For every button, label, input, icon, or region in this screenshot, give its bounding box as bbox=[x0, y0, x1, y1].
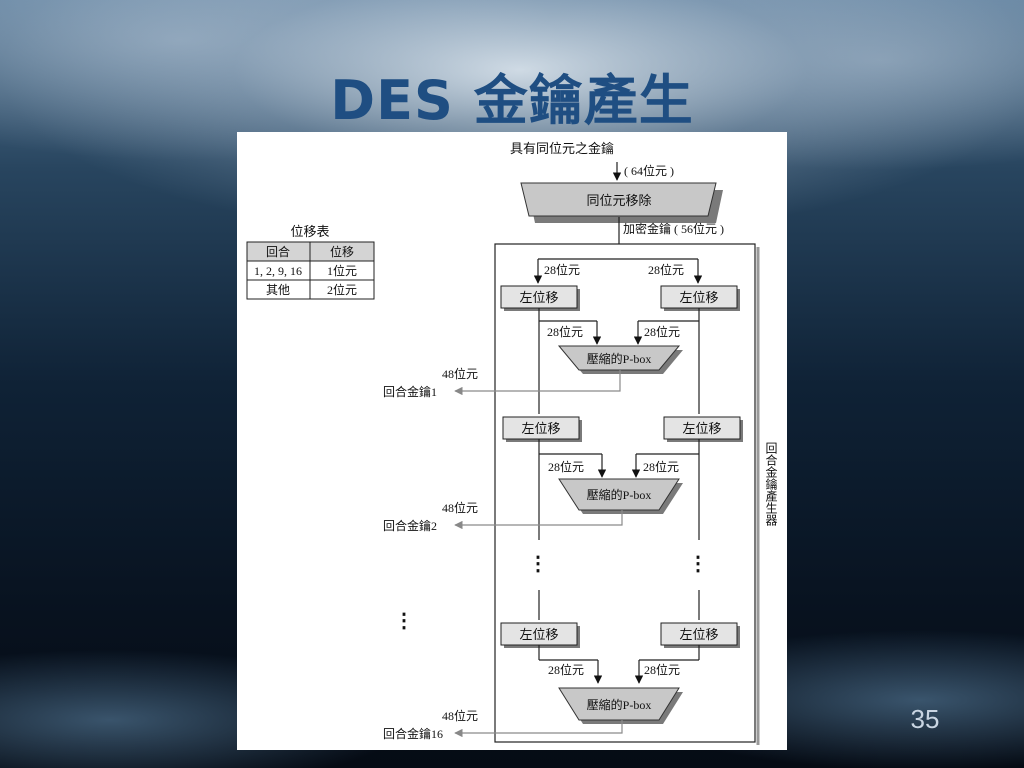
compression-pbox-2 bbox=[558, 478, 680, 511]
key56-label: 加密金鑰 ( 56位元 ) bbox=[623, 221, 724, 236]
pbox2-right-28bit: 28位元 bbox=[643, 459, 679, 474]
des-key-generation-diagram: 具有同位元之金鑰 ( 64位元 ) 同位元移除 加密金鑰 ( 56位元 ) 回合… bbox=[246, 141, 778, 745]
generator-frame bbox=[494, 243, 756, 743]
shift-table-cell-rounds-1: 1, 2, 9, 16 bbox=[254, 264, 302, 278]
slide-title: DES 金鑰產生 bbox=[330, 69, 694, 132]
shift-left-box-l2 bbox=[502, 416, 580, 440]
round-key-16-label: 回合金鑰16 bbox=[383, 726, 443, 741]
shift-left-label-r1: 左位移 bbox=[679, 290, 718, 305]
pbox1-right-28bit: 28位元 bbox=[644, 324, 680, 339]
shift-table-header-shift: 位移 bbox=[330, 244, 354, 259]
compression-pbox-16 bbox=[558, 687, 680, 721]
round-key-2-arrow bbox=[454, 510, 623, 530]
pbox16-right-28bit: 28位元 bbox=[644, 662, 680, 677]
generator-label: 回合金鑰產生器 bbox=[764, 442, 778, 527]
round-key-1-label: 回合金鑰1 bbox=[383, 384, 437, 399]
des-key-generation-figure: 具有同位元之金鑰 ( 64位元 ) 同位元移除 加密金鑰 ( 56位元 ) 回合… bbox=[237, 132, 787, 750]
pbox1-left-28bit: 28位元 bbox=[547, 324, 583, 339]
round-key-2-bits: 48位元 bbox=[442, 500, 478, 515]
pbox2-left-28bit: 28位元 bbox=[548, 459, 584, 474]
shift-left-label-l1: 左位移 bbox=[519, 290, 558, 305]
pbox16-left-28bit: 28位元 bbox=[548, 662, 584, 677]
outer-ellipsis: ⋮ bbox=[394, 610, 414, 632]
shift-left-label-l2: 左位移 bbox=[521, 421, 560, 436]
pbox16-label: 壓縮的P-box bbox=[587, 697, 652, 712]
round-key-2-label: 回合金鑰2 bbox=[383, 518, 437, 533]
pbox1-label: 壓縮的P-box bbox=[587, 351, 652, 366]
shift-table-cell-shift-1: 1位元 bbox=[327, 263, 357, 278]
cipher-key-size: ( 64位元 ) bbox=[624, 163, 674, 178]
shift-left-label-r16: 左位移 bbox=[679, 627, 718, 642]
parity-drop-box bbox=[520, 182, 717, 217]
round-key-16-bits: 48位元 bbox=[442, 708, 478, 723]
shift-table-title: 位移表 bbox=[290, 224, 329, 239]
round-key-1-bits: 48位元 bbox=[442, 366, 478, 381]
round-key-1-arrow bbox=[454, 370, 621, 396]
cipher-key-label: 具有同位元之金鑰 bbox=[510, 141, 614, 156]
right-ellipsis: ⋮ bbox=[688, 553, 708, 575]
shift-left-label-l16: 左位移 bbox=[519, 627, 558, 642]
pbox2-label: 壓縮的P-box bbox=[587, 487, 652, 502]
shift-left-label-r2: 左位移 bbox=[682, 421, 721, 436]
shift-table-header-round: 回合 bbox=[266, 244, 290, 259]
shift-table: 位移表 回合 位移 1, 2, 9, 16 1位元 其他 2位元 bbox=[246, 224, 375, 300]
compression-pbox-1 bbox=[557, 345, 681, 371]
left-ellipsis: ⋮ bbox=[528, 553, 548, 575]
shift-left-box-r2 bbox=[663, 416, 741, 440]
right-28bit-label-1: 28位元 bbox=[648, 262, 684, 277]
shift-table-cell-rounds-2: 其他 bbox=[266, 283, 290, 297]
left-28bit-label-1: 28位元 bbox=[544, 262, 580, 277]
shift-table-cell-shift-2: 2位元 bbox=[327, 282, 357, 297]
slide-number: 35 bbox=[910, 704, 940, 734]
round-key-16-arrow bbox=[454, 720, 623, 738]
parity-drop-label: 同位元移除 bbox=[586, 193, 651, 208]
